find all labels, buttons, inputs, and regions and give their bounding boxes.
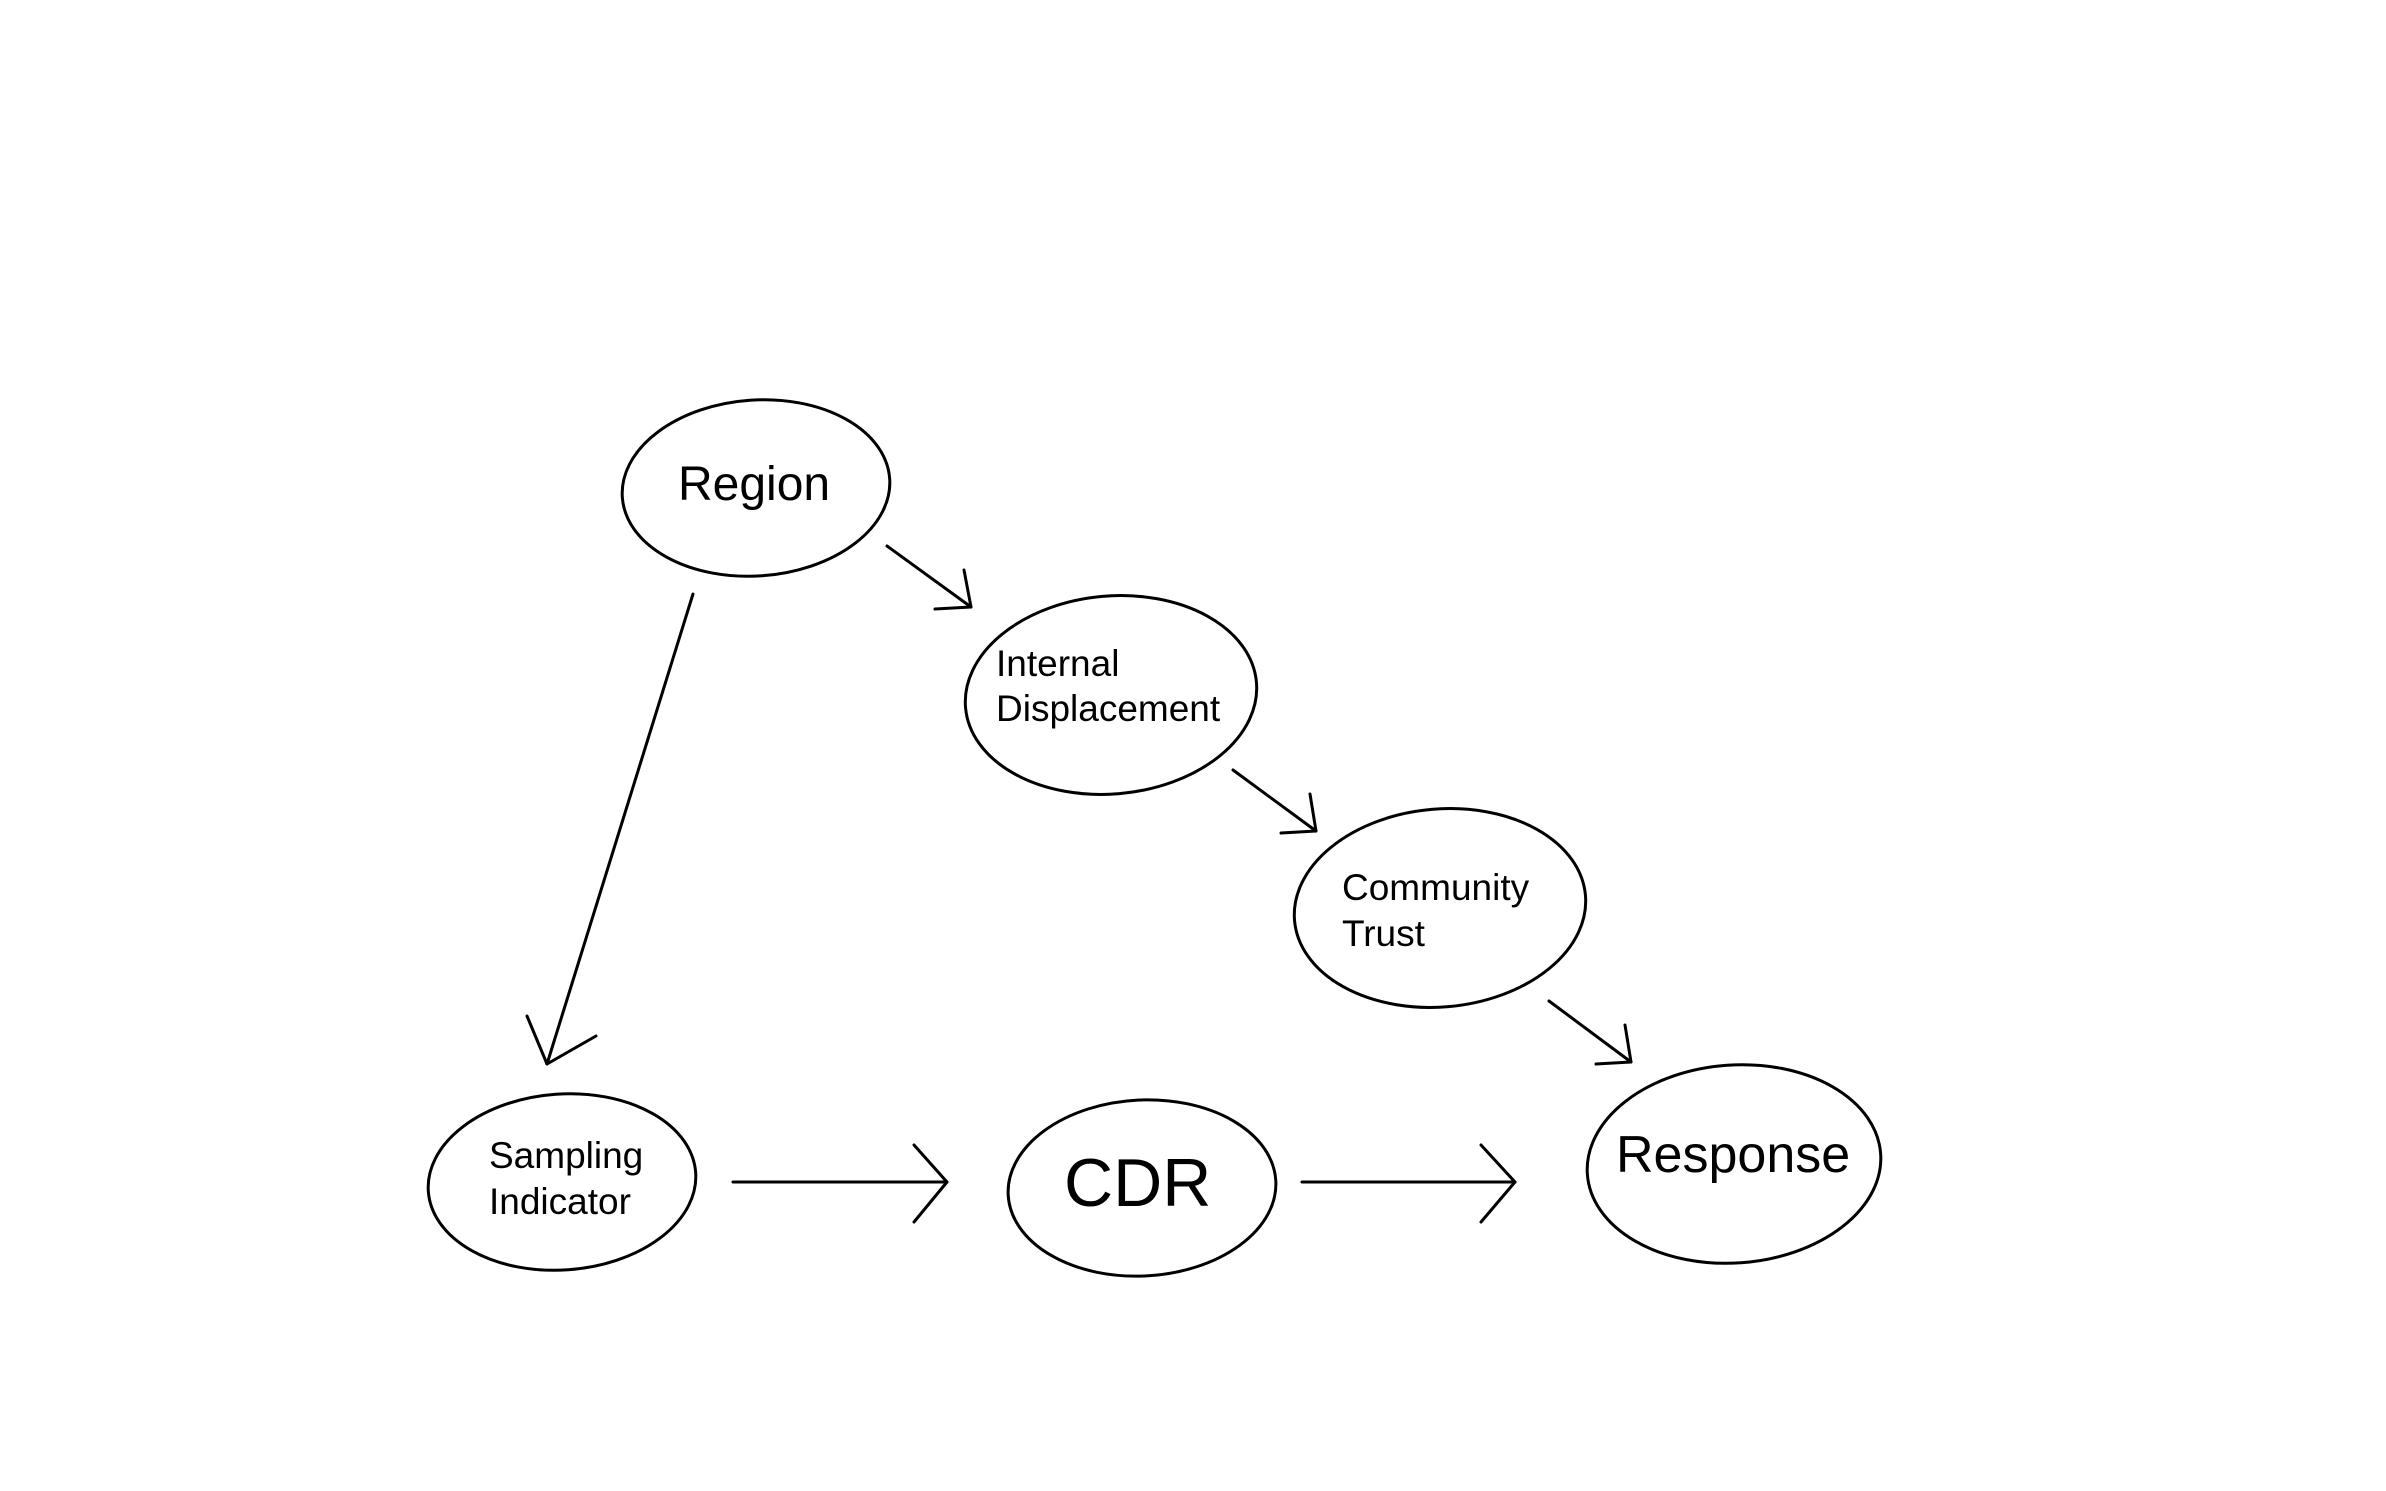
node-region-label: Region: [678, 458, 830, 511]
edges: [525, 544, 1633, 1224]
node-region: Region: [620, 398, 892, 578]
node-response: Response: [1585, 1063, 1883, 1265]
node-cdr: CDR: [1006, 1098, 1278, 1278]
edge-community-trust-to-response: [1547, 999, 1633, 1066]
node-internal-displacement-label: Internal Displacement: [996, 643, 1221, 729]
nodes: Region Internal Displacement Community T…: [426, 398, 1883, 1278]
edge-internal-displacement-to-community-trust: [1231, 768, 1318, 835]
node-response-label: Response: [1616, 1126, 1850, 1184]
node-cdr-label: CDR: [1064, 1145, 1211, 1221]
node-sampling-indicator-label: Sampling Indicator: [489, 1135, 654, 1222]
edge-cdr-to-response: [1300, 1143, 1517, 1224]
edge-sampling-indicator-to-cdr: [731, 1143, 949, 1224]
edge-region-to-internal-displacement: [885, 544, 973, 611]
node-community-trust-label: Community Trust: [1342, 867, 1539, 954]
node-sampling-indicator: Sampling Indicator: [426, 1092, 698, 1272]
node-community-trust: Community Trust: [1292, 807, 1588, 1009]
edge-region-to-sampling-indicator: [525, 592, 695, 1066]
node-internal-displacement: Internal Displacement: [963, 594, 1259, 796]
